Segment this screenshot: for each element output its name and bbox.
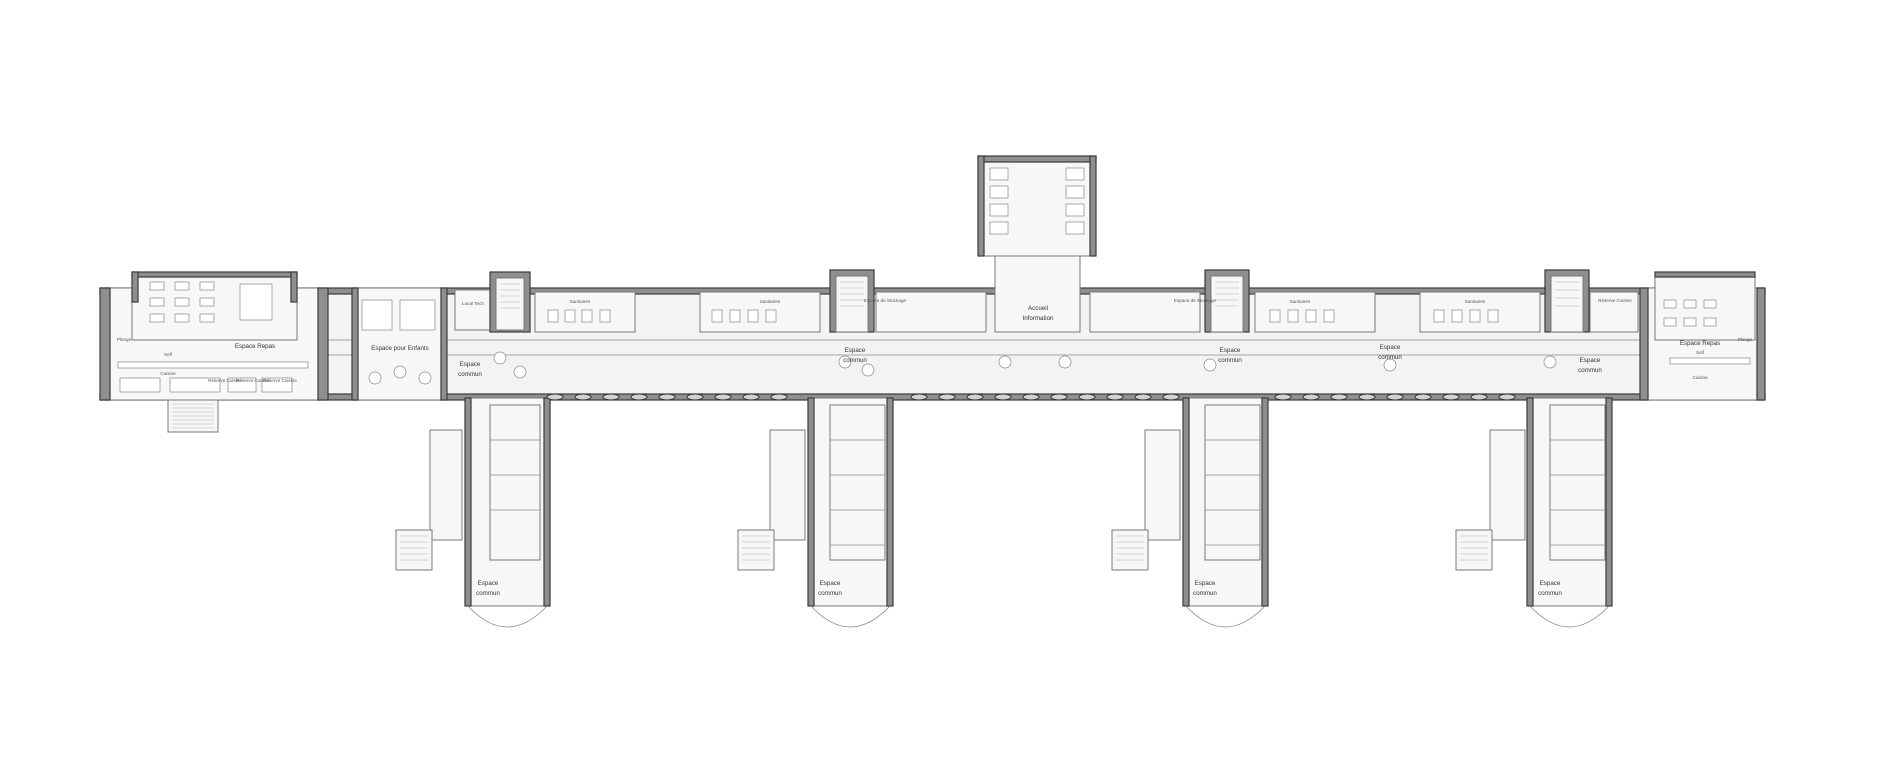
column: [574, 393, 592, 401]
label-espace-commun-5a: Espace: [1580, 357, 1601, 364]
label-espace-stockage-1: Espace de Stockage: [864, 298, 907, 303]
label-espace-repas-west: Espace Repas: [235, 343, 275, 350]
column: [1078, 393, 1096, 401]
column: [1470, 393, 1488, 401]
children-block: Espace pour Enfants: [351, 287, 448, 401]
label-espace-commun-2b: commun: [843, 357, 867, 364]
column: [1050, 393, 1068, 401]
label-cuisine-east: Cuisine: [1692, 375, 1708, 380]
sanitaires-3-block: Sanitaires: [1254, 291, 1376, 333]
storage-east-block: Espace de Stockage: [1089, 269, 1250, 333]
column: [1162, 393, 1180, 401]
spine-columns: [546, 393, 1516, 401]
label-espace-commun-3a: Espace: [1220, 347, 1241, 354]
label-espace-commun-2a: Espace: [845, 347, 866, 354]
column: [1302, 393, 1320, 401]
label-espace-commun-w4a: Espace: [1540, 580, 1561, 587]
label-espace-commun-w1b: commun: [476, 590, 500, 597]
label-espace-commun-1b: commun: [458, 371, 482, 378]
label-accueil: Accueil: [1028, 305, 1048, 312]
label-espace-commun-1a: Espace: [460, 361, 481, 368]
column: [770, 393, 788, 401]
sanitaires-2-block: Sanitaires: [699, 291, 821, 333]
label-cuisine-west: Cuisine: [160, 371, 176, 376]
label-plonge-east: Plonge: [1738, 337, 1753, 342]
column: [742, 393, 760, 401]
column: [602, 393, 620, 401]
south-wing-1: Espace commun: [395, 397, 551, 628]
column: [1414, 393, 1432, 401]
column: [1134, 393, 1152, 401]
column: [994, 393, 1012, 401]
column: [658, 393, 676, 401]
label-espace-enfants: Espace pour Enfants: [371, 345, 428, 352]
label-espace-commun-w2b: commun: [818, 590, 842, 597]
column: [1274, 393, 1292, 401]
sanitaires-4-block: Sanitaires Réserve Cuisine: [1419, 269, 1639, 333]
column: [1386, 393, 1404, 401]
column: [630, 393, 648, 401]
tech-sanitaires-west: Local Tech Sanitaires: [454, 271, 636, 333]
column: [1498, 393, 1516, 401]
label-espace-stockage-2: Espace de Stockage: [1174, 298, 1217, 303]
label-sanitaires-3: Sanitaires: [1290, 299, 1311, 304]
label-information: Information: [1023, 315, 1055, 322]
column: [546, 393, 564, 401]
label-espace-commun-3b: commun: [1218, 357, 1242, 364]
east-dining-block: Espace Repas Self Cuisine Plonge: [1639, 271, 1766, 401]
label-sanitaires-2: Sanitaires: [760, 299, 781, 304]
label-espace-commun-4a: Espace: [1380, 344, 1401, 351]
column: [938, 393, 956, 401]
central-entrance-block: Accueil Information: [977, 155, 1097, 333]
column: [714, 393, 732, 401]
label-espace-commun-5b: commun: [1578, 367, 1602, 374]
column: [1106, 393, 1124, 401]
south-wing-3: Espace commun: [1111, 397, 1269, 628]
column: [1022, 393, 1040, 401]
label-self-east: Self: [1696, 350, 1705, 355]
column: [686, 393, 704, 401]
column: [1330, 393, 1348, 401]
label-reserve-cuisine-w3: Réserve Cuisine: [263, 378, 297, 383]
label-self-west: Self: [164, 352, 173, 357]
spine-common-spaces: Espace commun Espace commun Espace commu…: [458, 344, 1602, 379]
column: [910, 393, 928, 401]
column: [966, 393, 984, 401]
stair-west-kitchen: [167, 399, 219, 433]
label-espace-commun-w3b: commun: [1193, 590, 1217, 597]
label-espace-commun-w1a: Espace: [478, 580, 499, 587]
label-sanitaires-4: Sanitaires: [1465, 299, 1486, 304]
west-dining-block: Espace Repas Self Cuisine Plonge Réserve…: [99, 271, 329, 433]
column: [1358, 393, 1376, 401]
south-wing-2: Espace commun: [737, 397, 894, 628]
label-espace-commun-w2a: Espace: [820, 580, 841, 587]
south-wing-4: Espace commun: [1455, 397, 1613, 628]
label-plonge-west: Plonge: [117, 337, 132, 342]
label-espace-commun-w4b: commun: [1538, 590, 1562, 597]
label-espace-commun-4b: commun: [1378, 354, 1402, 361]
label-sanitaires-1: Sanitaires: [570, 299, 591, 304]
label-reserve-cuisine-w1: Réserve Cuisine: [208, 378, 242, 383]
storage-west-block: Espace de Stockage: [829, 269, 987, 333]
column: [1442, 393, 1460, 401]
label-local-tech: Local Tech: [462, 301, 484, 306]
label-espace-commun-w3a: Espace: [1195, 580, 1216, 587]
label-espace-repas-east: Espace Repas: [1680, 340, 1720, 347]
dining-tables-west: [149, 281, 273, 323]
label-reserve-cuisine-w2: Réserve Cuisine: [236, 378, 270, 383]
label-reserve-cuisine-east: Réserve Cuisine: [1598, 298, 1632, 303]
